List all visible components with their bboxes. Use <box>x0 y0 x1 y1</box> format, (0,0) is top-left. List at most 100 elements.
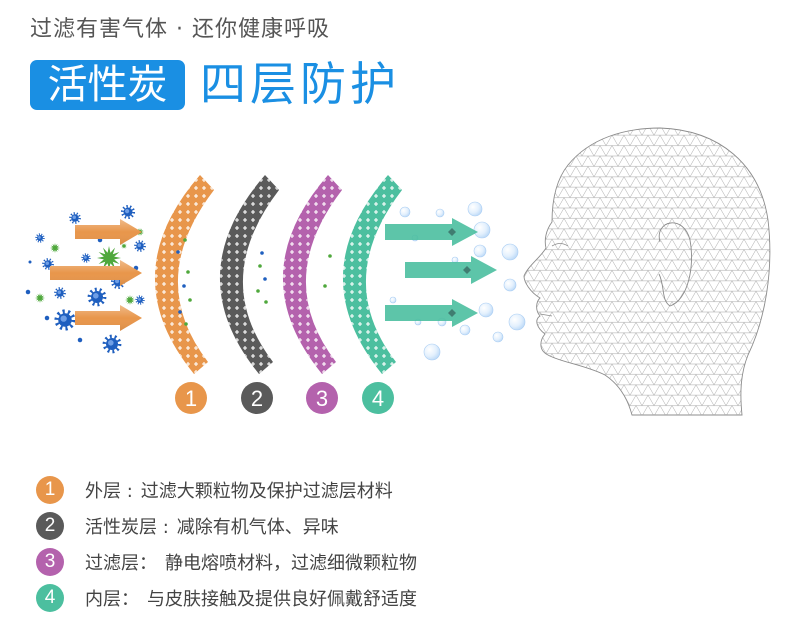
virus-particle-icon <box>178 310 182 314</box>
arrow-marker-icon <box>463 266 471 274</box>
virus-particle-icon <box>102 334 122 354</box>
layer-number: 1 <box>185 386 197 411</box>
virus-particle-icon <box>42 258 54 270</box>
material-badge: 活性炭 <box>30 60 185 110</box>
arrow-right-icon <box>405 256 497 284</box>
air-bubble-icon <box>473 244 487 258</box>
air-bubble-icon <box>503 278 517 292</box>
filter-layer-3 <box>282 175 342 374</box>
head-mouth <box>539 313 553 317</box>
dust-particle-icon <box>258 264 262 268</box>
virus-particle-icon <box>120 204 136 220</box>
arrow-right-icon <box>50 260 142 286</box>
air-bubble-icon <box>501 243 519 261</box>
virus-particle-icon <box>134 240 146 252</box>
tagline: 过滤有害气体 · 还你健康呼吸 <box>30 17 330 42</box>
legend-label: 内层： <box>85 589 139 610</box>
legend-number: 3 <box>36 548 64 576</box>
legend-item: 4 内层： 与皮肤接触及提供良好佩戴舒适度 <box>36 584 417 612</box>
virus-particle-icon <box>263 277 267 281</box>
legend-number: 1 <box>36 476 64 504</box>
head-ear <box>658 222 693 307</box>
layer-number: 3 <box>316 386 328 411</box>
dust-particle-icon <box>121 243 127 249</box>
virus-particle-icon <box>69 212 81 224</box>
legend-item: 3 过滤层： 静电熔喷材料，过滤细微颗粒物 <box>36 548 417 576</box>
dust-particle-icon <box>328 254 332 258</box>
dust-particle-icon <box>264 300 268 304</box>
arrow-marker-icon <box>448 228 456 236</box>
dust-particle-icon <box>35 293 45 303</box>
legend-label: 外层 : <box>85 481 133 502</box>
virus-particle-icon <box>25 289 31 295</box>
legend-item: 1 外层 : 过滤大颗粒物及保护过滤层材料 <box>36 476 417 504</box>
legend-description: 静电熔喷材料，过滤细微颗粒物 <box>165 553 417 574</box>
virus-particle-icon <box>182 284 186 288</box>
legend-description: 过滤大颗粒物及保护过滤层材料 <box>140 481 393 502</box>
virus-particle-icon <box>87 287 107 307</box>
legend-description: 减除有机气体、异味 <box>176 517 339 538</box>
air-bubble-icon <box>508 313 526 331</box>
air-bubble-icon <box>473 221 491 239</box>
virus-particle-icon <box>77 337 83 343</box>
incoming-air-arrows <box>50 219 142 331</box>
filter-layer-4 <box>342 175 402 374</box>
filter-band-texture <box>282 175 342 374</box>
dust-particle-icon <box>186 270 190 274</box>
filter-band-texture <box>219 175 279 374</box>
legend-description: 与皮肤接触及提供良好佩戴舒适度 <box>147 589 417 610</box>
layer-number-badge-3: 3 <box>306 382 338 414</box>
virus-particle-icon <box>135 295 145 305</box>
filter-band-texture <box>154 175 214 374</box>
virus-particle-icon <box>260 251 264 255</box>
dust-particle-icon <box>183 238 187 242</box>
air-bubble-icon <box>467 201 483 217</box>
arrow-right-icon <box>75 305 142 331</box>
head-eye <box>551 243 569 247</box>
layer-number: 2 <box>251 386 263 411</box>
dust-particle-icon <box>50 243 60 253</box>
wireframe-head-icon <box>523 127 771 416</box>
virus-particle-icon <box>44 315 50 321</box>
virus-particle-icon <box>176 250 180 254</box>
air-bubble-icon <box>478 302 494 318</box>
virus-particle-icon <box>28 260 32 264</box>
air-bubble-icon <box>435 208 445 218</box>
dust-particle-icon <box>256 289 260 293</box>
layer-number-badge-1: 1 <box>175 382 207 414</box>
arrow-right-icon <box>75 219 142 245</box>
layer-legend: 1 外层 : 过滤大颗粒物及保护过滤层材料 2 活性炭层 : 减除有机气体、异味… <box>36 476 417 620</box>
arrow-right-icon <box>385 218 478 246</box>
filter-band-texture <box>342 175 402 374</box>
legend-label: 过滤层： <box>85 553 157 574</box>
virus-particle-icon <box>81 253 91 263</box>
dust-particle-icon <box>125 295 135 305</box>
filter-layer-1 <box>154 175 214 374</box>
air-bubble-icon <box>459 324 471 336</box>
layer-number-badge-2: 2 <box>241 382 273 414</box>
dust-particle-icon <box>188 298 192 302</box>
air-bubble-icon <box>492 331 504 343</box>
virus-particle-icon <box>54 309 76 331</box>
virus-particle-icon <box>54 287 66 299</box>
page-title: 四层防护 <box>200 57 400 111</box>
air-bubble-icon <box>423 343 441 361</box>
air-bubble-icon <box>389 296 397 304</box>
head-mesh <box>523 127 771 416</box>
legend-number: 4 <box>36 584 64 612</box>
arrow-right-icon <box>385 299 478 327</box>
outgoing-air-arrows <box>385 218 497 327</box>
virus-particle-icon <box>35 233 45 243</box>
dust-particle-icon <box>97 246 121 270</box>
filter-layer-2 <box>219 175 279 374</box>
air-bubble-icon <box>399 206 411 218</box>
trapped-particles <box>176 238 332 326</box>
layer-number-badge-4: 4 <box>362 382 394 414</box>
legend-number: 2 <box>36 512 64 540</box>
dust-particle-icon <box>184 322 188 326</box>
dust-particle-icon <box>323 284 327 288</box>
legend-item: 2 活性炭层 : 减除有机气体、异味 <box>36 512 417 540</box>
legend-label: 活性炭层 : <box>85 517 169 538</box>
layer-number: 4 <box>372 386 384 411</box>
